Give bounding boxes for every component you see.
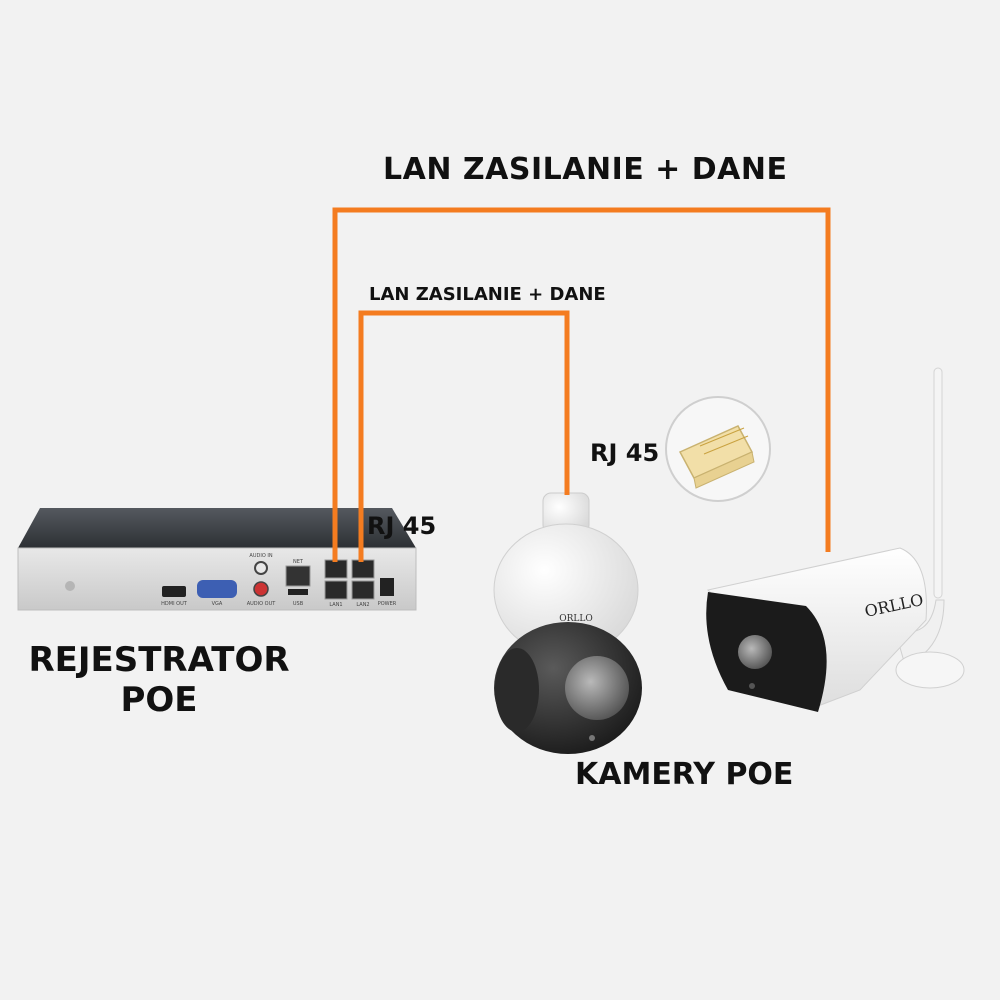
poe-port-3-icon — [324, 580, 348, 600]
ptz-lens — [565, 656, 629, 720]
port-label-usb: USB — [293, 601, 304, 607]
nvr-front-panel — [17, 547, 417, 611]
net-port-icon — [285, 565, 311, 587]
vga-port-icon — [197, 580, 237, 598]
nvr-label-line-1: REJESTRATOR — [28, 640, 290, 680]
nvr-label-line-2: POE — [120, 680, 198, 720]
port-label-power: POWER — [378, 601, 397, 607]
ptz-side-cap — [495, 648, 539, 732]
bullet-wall-mount — [895, 651, 965, 689]
rj45-plug-body — [693, 451, 755, 489]
port-label-lan2: LAN2 — [356, 602, 369, 608]
nvr-device: HDMI OUT VGA AUDIO IN AUDIO OUT NET USB … — [17, 508, 417, 611]
nvr-top-panel — [18, 508, 416, 548]
port-label-lan1: LAN1 — [329, 602, 342, 608]
bullet-camera: ORLLO — [706, 367, 965, 712]
rj45-contact-line — [699, 427, 745, 447]
port-label-net: NET — [293, 559, 304, 565]
audio-out-port-icon — [253, 581, 269, 597]
cable-label-short: LAN ZASILANIE + DANE — [369, 284, 606, 305]
poe-port-1-icon — [324, 559, 348, 579]
fan-icon — [65, 581, 75, 591]
port-label-vga: VGA — [212, 601, 223, 607]
bullet-lens — [738, 635, 772, 669]
rj45-connector-illustration — [665, 396, 771, 502]
nvr-label: REJESTRATOR POE — [28, 640, 290, 720]
port-label-audio-in: AUDIO IN — [249, 553, 272, 559]
poe-port-2-icon — [351, 559, 375, 579]
rj45-label-camera: RJ 45 — [590, 439, 660, 467]
port-label-hdmi: HDMI OUT — [161, 601, 188, 607]
cameras-label: KAMERY POE — [575, 757, 794, 792]
ptz-sensor-dot — [589, 735, 595, 741]
cable-short-to-ptz — [358, 310, 570, 562]
rj45-contact-line — [703, 435, 749, 455]
port-label-audio-out: AUDIO OUT — [247, 601, 277, 607]
audio-in-port-icon — [254, 561, 268, 575]
ptz-brand-logo: ORLLO — [559, 614, 593, 624]
cable-long-to-bullet — [332, 207, 831, 562]
rj45-label-nvr: RJ 45 — [367, 512, 437, 540]
ptz-camera: ORLLO — [493, 492, 642, 754]
usb-port-icon — [288, 589, 308, 595]
antenna — [933, 367, 943, 599]
bullet-ir-dot — [749, 683, 755, 689]
cable-label-long: LAN ZASILANIE + DANE — [383, 152, 788, 187]
hdmi-port-icon — [162, 586, 186, 597]
poe-port-4-icon — [351, 580, 375, 600]
power-port-icon — [380, 578, 394, 596]
